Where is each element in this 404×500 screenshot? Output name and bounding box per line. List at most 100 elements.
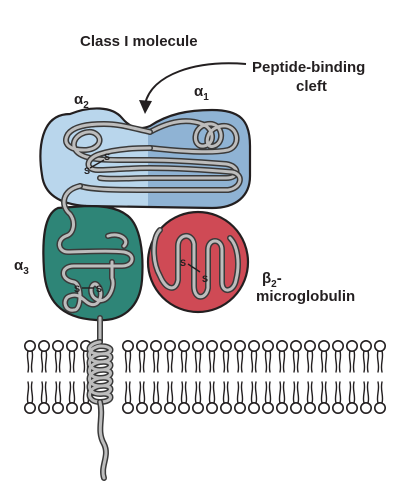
- lipid-tail: [142, 381, 146, 404]
- lipid-tail: [44, 381, 48, 404]
- lipid-tail: [320, 381, 324, 404]
- lipid-tail: [296, 381, 300, 404]
- lipid-tail: [222, 350, 226, 373]
- lipid-tail: [366, 350, 370, 373]
- alpha3-label: α3: [14, 257, 29, 277]
- lipid-head: [37, 339, 50, 352]
- disulfide-bond-alpha2: S S: [84, 152, 110, 176]
- lipid-head: [192, 339, 205, 352]
- lipid-head: [317, 339, 330, 352]
- diagram-title: Class I molecule: [80, 33, 198, 50]
- disulfide-s-label: S: [84, 166, 90, 176]
- lipid-tail: [222, 381, 226, 404]
- peptide-cleft-arrowhead: [139, 100, 152, 114]
- lipid-head: [373, 401, 386, 414]
- disulfide-s-label: S: [104, 152, 110, 162]
- peptide-cleft-label-line2: cleft: [296, 78, 327, 95]
- beta2-microglobulin-label: β2- microglobulin: [256, 270, 355, 305]
- lipid-tail: [82, 381, 86, 404]
- lipid-tail: [306, 350, 310, 373]
- lipid-tail: [376, 350, 380, 373]
- lipid-tail: [128, 381, 132, 404]
- lipid-tail: [250, 350, 254, 373]
- lipid-tail: [170, 350, 174, 373]
- lipid-head: [345, 339, 358, 352]
- lipid-head: [359, 339, 372, 352]
- lipid-head: [66, 339, 79, 352]
- lipid-head: [303, 339, 316, 352]
- lipid-tail: [68, 381, 72, 404]
- lipid-tail: [352, 350, 356, 373]
- lipid-tail: [236, 381, 240, 404]
- lipid-tail: [124, 350, 128, 373]
- lipid-tail: [198, 381, 202, 404]
- lipid-head: [80, 401, 93, 414]
- lipid-head: [51, 339, 64, 352]
- lipid-tail: [362, 381, 366, 404]
- lipid-tail: [156, 381, 160, 404]
- lipid-head: [206, 401, 219, 414]
- lipid-head: [331, 339, 344, 352]
- lipid-tail: [156, 350, 160, 373]
- lipid-tail: [68, 350, 72, 373]
- lipid-tail: [54, 381, 58, 404]
- lipid-tail: [194, 350, 198, 373]
- lipid-head: [23, 339, 36, 352]
- lipid-head: [248, 339, 261, 352]
- lipid-tail: [278, 381, 282, 404]
- lipid-tail: [268, 350, 272, 373]
- lipid-tail: [282, 381, 286, 404]
- lipid-tail: [30, 350, 34, 373]
- lipid-head: [303, 401, 316, 414]
- alpha1-label: α1: [194, 83, 209, 103]
- lipid-head: [51, 401, 64, 414]
- lipid-tail: [54, 350, 58, 373]
- lipid-tail: [152, 350, 156, 373]
- lipid-tail: [226, 350, 230, 373]
- lipid-tail: [44, 350, 48, 373]
- lipid-tail: [138, 350, 142, 373]
- lipid-tail: [58, 381, 62, 404]
- lipid-head: [220, 339, 233, 352]
- lipid-tail: [254, 381, 258, 404]
- lipid-tail: [184, 350, 188, 373]
- beta2-chain: [151, 227, 241, 300]
- lipid-tail: [240, 381, 244, 404]
- beta2-label-line2: microglobulin: [256, 288, 355, 305]
- lipid-tail: [380, 381, 384, 404]
- lipid-head: [37, 401, 50, 414]
- lipid-head: [150, 401, 163, 414]
- lipid-tail: [268, 381, 272, 404]
- lipid-tail: [324, 381, 328, 404]
- lipid-tail: [166, 350, 170, 373]
- peptide-cleft-callout: Peptide-binding cleft: [139, 59, 365, 114]
- lipid-tail: [138, 381, 142, 404]
- lipid-tail: [212, 381, 216, 404]
- lipid-head: [192, 401, 205, 414]
- lipid-head: [289, 401, 302, 414]
- lipid-head: [136, 401, 149, 414]
- lipid-head: [136, 339, 149, 352]
- lipid-head: [275, 339, 288, 352]
- lipid-tail: [212, 350, 216, 373]
- lipid-tail: [292, 381, 296, 404]
- alpha2-label: α2: [74, 91, 89, 111]
- lipid-tail: [208, 350, 212, 373]
- lipid-tail: [236, 350, 240, 373]
- lipid-tail: [376, 381, 380, 404]
- lipid-tail: [170, 381, 174, 404]
- lipid-head: [331, 401, 344, 414]
- lipid-tail: [348, 381, 352, 404]
- lipid-tail: [352, 381, 356, 404]
- lipid-head: [234, 401, 247, 414]
- lipid-tail: [254, 350, 258, 373]
- lipid-tail: [166, 381, 170, 404]
- lipid-head: [234, 339, 247, 352]
- lipid-tail: [250, 381, 254, 404]
- lipid-tail: [310, 381, 314, 404]
- lipid-tail: [320, 350, 324, 373]
- lipid-tail: [296, 350, 300, 373]
- lipid-head: [23, 401, 36, 414]
- peptide-cleft-label-line1: Peptide-binding: [252, 59, 365, 76]
- beta2-label-line1: β2-: [262, 270, 282, 290]
